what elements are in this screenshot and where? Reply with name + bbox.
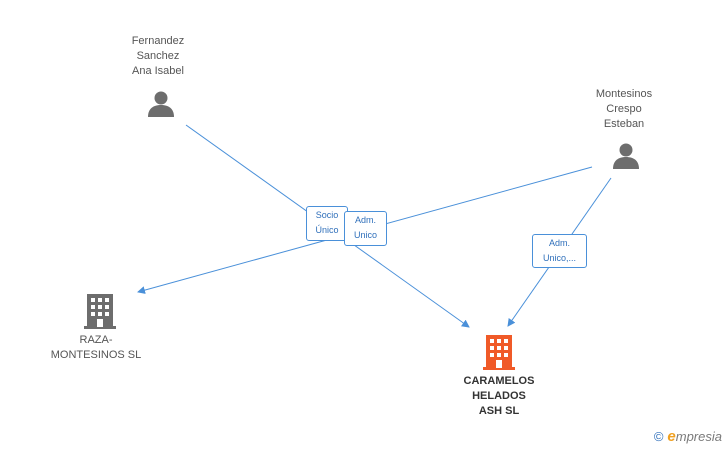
edge-label-socio-unico[interactable]: Socio Único: [306, 206, 348, 241]
edge-label-adm-unico-etc[interactable]: Adm. Unico,...: [532, 234, 587, 268]
building-icon[interactable]: [483, 334, 515, 370]
company-raza-label[interactable]: RAZA- MONTESINOS SL: [50, 334, 142, 361]
brand-name: mpresia: [675, 429, 722, 444]
person-fernandez-label[interactable]: Fernandez Sanchez Ana Isabel: [131, 35, 185, 77]
person-montesinos-label[interactable]: Montesinos Crespo Esteban: [595, 88, 653, 130]
brand-initial: e: [667, 428, 676, 445]
company-caramelos-label[interactable]: CARAMELOS HELADOS ASH SL: [463, 375, 535, 417]
empresia-logo: ©empresia: [654, 428, 722, 445]
person-icon[interactable]: [146, 89, 176, 119]
edge-label-adm-unico[interactable]: Adm. Unico: [344, 211, 387, 246]
person-icon[interactable]: [611, 141, 641, 171]
copyright-icon: ©: [653, 429, 664, 444]
building-icon[interactable]: [84, 293, 116, 329]
